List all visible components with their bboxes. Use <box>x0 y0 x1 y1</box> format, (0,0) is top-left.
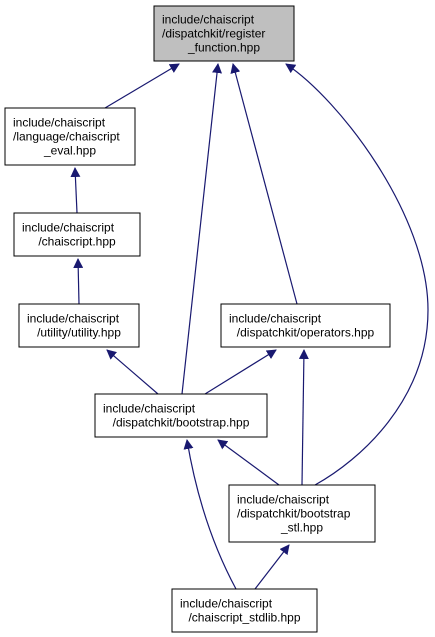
node-box <box>228 484 376 543</box>
node-box <box>18 303 140 348</box>
node-box <box>153 5 295 62</box>
node-label-line: _stl.hpp <box>280 521 323 535</box>
node-label-line: include/chaiscript <box>22 221 115 235</box>
node-label-line: include/chaiscript <box>27 312 120 326</box>
node-label-line: /dispatchkit/operators.hpp <box>237 326 375 340</box>
edge-chaiscript-to-chaiscript_eval <box>70 167 81 214</box>
edge-bootstrap_stl-to-bootstrap <box>217 439 280 486</box>
node-label-line: include/chaiscript <box>180 597 273 611</box>
node-box <box>171 588 318 633</box>
node-label-line: /dispatchkit/bootstrap <box>237 507 351 521</box>
edge-bootstrap_stl-to-register_function <box>285 63 429 486</box>
node-bootstrap[interactable]: include/chaiscript/dispatchkit/bootstrap… <box>94 393 268 438</box>
node-bootstrap_stl[interactable]: include/chaiscript/dispatchkit/bootstrap… <box>228 484 376 543</box>
node-operators[interactable]: include/chaiscript/dispatchkit/operators… <box>220 303 391 348</box>
node-label-line: include/chaiscript <box>103 402 196 416</box>
node-label-line: /chaiscript_stdlib.hpp <box>188 611 300 625</box>
node-label-line: include/chaiscript <box>237 493 330 507</box>
node-box <box>220 303 391 348</box>
edge-bootstrap-to-operators <box>204 349 277 395</box>
node-label-line: include/chaiscript <box>162 13 255 27</box>
node-utility[interactable]: include/chaiscript/utility/utility.hpp <box>18 303 140 348</box>
node-label-line: /chaiscript.hpp <box>38 235 116 249</box>
node-chaiscript_eval[interactable]: include/chaiscript/language/chaiscript_e… <box>4 107 136 166</box>
edge-chaiscript_stdlib-to-bootstrap <box>183 439 237 590</box>
edge-utility-to-chaiscript <box>73 258 84 305</box>
node-label-line: /dispatchkit/register <box>162 27 265 41</box>
edge-bootstrap_stl-to-operators <box>298 349 309 486</box>
node-register_function: include/chaiscript/dispatchkit/register_… <box>153 5 295 62</box>
node-label-line: include/chaiscript <box>229 312 322 326</box>
node-label-line: _eval.hpp <box>43 144 96 158</box>
node-label-line: _function.hpp <box>187 41 260 55</box>
node-label-line: /utility/utility.hpp <box>37 326 121 340</box>
node-box <box>4 107 136 166</box>
node-chaiscript_stdlib[interactable]: include/chaiscript/chaiscript_stdlib.hpp <box>171 588 318 633</box>
node-label-line: /language/chaiscript <box>13 130 120 144</box>
nodes-layer: include/chaiscript/dispatchkit/register_… <box>4 5 391 633</box>
edge-bootstrap-to-register_function <box>181 63 222 395</box>
node-label-line: include/chaiscript <box>13 116 106 130</box>
edge-chaiscript_stdlib-to-bootstrap_stl <box>254 544 290 590</box>
edge-chaiscript_eval-to-register_function <box>104 63 180 109</box>
node-chaiscript[interactable]: include/chaiscript/chaiscript.hpp <box>13 212 141 257</box>
node-box <box>94 393 268 438</box>
edge-operators-to-register_function <box>230 63 298 305</box>
node-label-line: /dispatchkit/bootstrap.hpp <box>113 416 250 430</box>
node-box <box>13 212 141 257</box>
edges-layer <box>70 63 429 590</box>
edge-bootstrap-to-utility <box>106 349 159 395</box>
